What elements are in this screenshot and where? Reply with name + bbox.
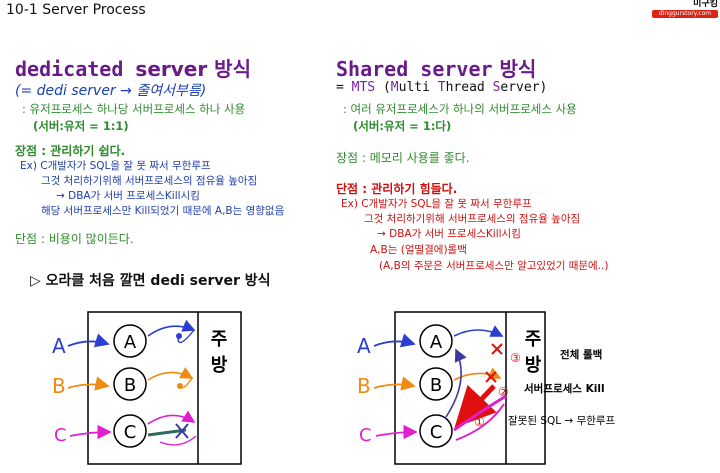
kill-arrow [454, 384, 497, 428]
shared-con: 단점 : 관리하기 힘들다. [336, 182, 458, 196]
dedicated-diagram: A B C A B C 주 방 A B C A B C ③ [52, 311, 616, 465]
dedicated-ratio: (서버:유저 = 1:1) [33, 119, 129, 133]
kill-x-left [175, 423, 189, 439]
shared-desc: : 여러 유저프로세스가 하나의 서버프로세스 사용 [343, 102, 577, 116]
dedicated-ex1: Ex) C개발자가 SQL을 잘 못 짜서 무한루프 [20, 160, 211, 172]
oracle-note: ▷ 오라클 처음 깔면 dedi server 방식 [30, 273, 271, 289]
logo-bottom-text: dinggurstory.com [652, 10, 718, 18]
server-process-b-r [419, 367, 453, 401]
server-process-a-r [419, 324, 453, 358]
ann-rollback: 전체 롤백 [560, 348, 602, 361]
user-b-label: B [52, 374, 66, 398]
user-c-label: C [54, 425, 67, 446]
server-a-label: A [124, 332, 137, 353]
arrow-user-b [67, 376, 110, 391]
shared-ex5: (A,B의 주문은 서버프로세스만 알고있었기 때문에..) [379, 260, 609, 272]
server-b-label-r: B [430, 375, 442, 396]
arrow-user-c [69, 424, 112, 440]
user-c-label-r: C [359, 425, 372, 446]
infinite-loop-2 [455, 403, 505, 441]
arrow-a-kitchen-r [453, 325, 504, 337]
dedicated-subtitle: (= dedi server → 줄여서부름) [15, 83, 207, 99]
kitchen-label-r2: 방 [525, 355, 542, 376]
return-a [177, 329, 195, 344]
arrow-user-b-r [373, 376, 416, 391]
loop-c [147, 428, 187, 437]
ann-bad-sql: 잘못된 SQL → 무한루프 [508, 415, 616, 427]
ann-kill: 서버프로세스 Kill [524, 382, 605, 395]
shared-ex4: A,B는 (얼떨결에)롤백 [370, 244, 467, 256]
shared-subtitle: = MTS (Multi Thread Server) [336, 80, 548, 95]
arrow-user-c-r [375, 424, 418, 440]
user-a-label: A [52, 334, 66, 358]
dedicated-desc: : 유저프로세스 하나당 서버프로세스 하나 사용 [22, 102, 246, 116]
infinite-loop [453, 394, 507, 432]
server-box-left [87, 311, 242, 465]
shared-ex2: 그것 처리하기위해 서버프로세스의 점유율 높아짐 [364, 213, 581, 225]
arrow-user-a [67, 333, 110, 348]
shared-title: Shared server 방식 [336, 57, 537, 81]
shared-ex1: Ex) C개발자가 SQL을 잘 못 짜서 무한루프 [341, 198, 532, 210]
kitchen-label-r1: 주 [525, 329, 542, 350]
user-b-label-r: B [357, 374, 371, 398]
x-mark-a [491, 343, 503, 355]
arrow-user-a-r [373, 333, 416, 348]
server-process-c-r [419, 414, 453, 448]
server-c-label: C [124, 422, 137, 443]
shared-pro: 장점 : 메모리 사용를 좋다. [336, 151, 470, 165]
logo-top-text: 미구킹 [693, 0, 718, 9]
site-logo: 미구킹 dinggurstory.com [652, 0, 718, 18]
kitchen-label-2: 방 [211, 355, 228, 376]
dot-a [176, 333, 182, 339]
server-process-b [113, 367, 147, 401]
arrow-b-kitchen-r [453, 367, 502, 381]
server-box-right [394, 311, 546, 465]
section-header: 10-1 Server Process [6, 2, 146, 18]
dedicated-ex4: 해당 서버프로세스만 Kill되었기 때문에 A,B는 영향없음 [41, 205, 285, 217]
arrow-a-kitchen [147, 319, 196, 337]
dedicated-ex2: 그것 처리하기위해 서버프로세스의 점유율 높아짐 [41, 175, 258, 187]
x-mark-b [485, 371, 497, 383]
step-1: ① [474, 415, 485, 429]
dedicated-ex3: → DBA가 서버 프로세스Kill시킴 [56, 190, 200, 202]
arrow-c-to-a [445, 348, 467, 418]
dedicated-con: 단점 : 비용이 많이든다. [15, 232, 134, 246]
dot-b [177, 383, 183, 389]
return-c [159, 435, 197, 446]
server-a-label-r: A [430, 332, 443, 353]
dedicated-pro: 장점 : 관리하기 쉽다. [15, 144, 126, 158]
step-2: ② [498, 385, 509, 399]
arrow-c-kitchen [147, 410, 196, 425]
step-3: ③ [510, 351, 521, 365]
shared-ex3: → DBA가 서버 프로세스Kill시킴 [377, 228, 521, 240]
server-process-a [113, 324, 147, 358]
kitchen-label-1: 주 [211, 329, 228, 350]
server-b-label: B [124, 375, 136, 396]
user-a-label-r: A [357, 334, 371, 358]
server-process-c [113, 414, 147, 448]
dedicated-title: dedicated server 방식 [15, 57, 251, 81]
arrow-b-kitchen [147, 367, 194, 381]
server-c-label-r: C [430, 422, 443, 443]
shared-ratio: (서버:유저 = 1:다) [353, 119, 452, 133]
